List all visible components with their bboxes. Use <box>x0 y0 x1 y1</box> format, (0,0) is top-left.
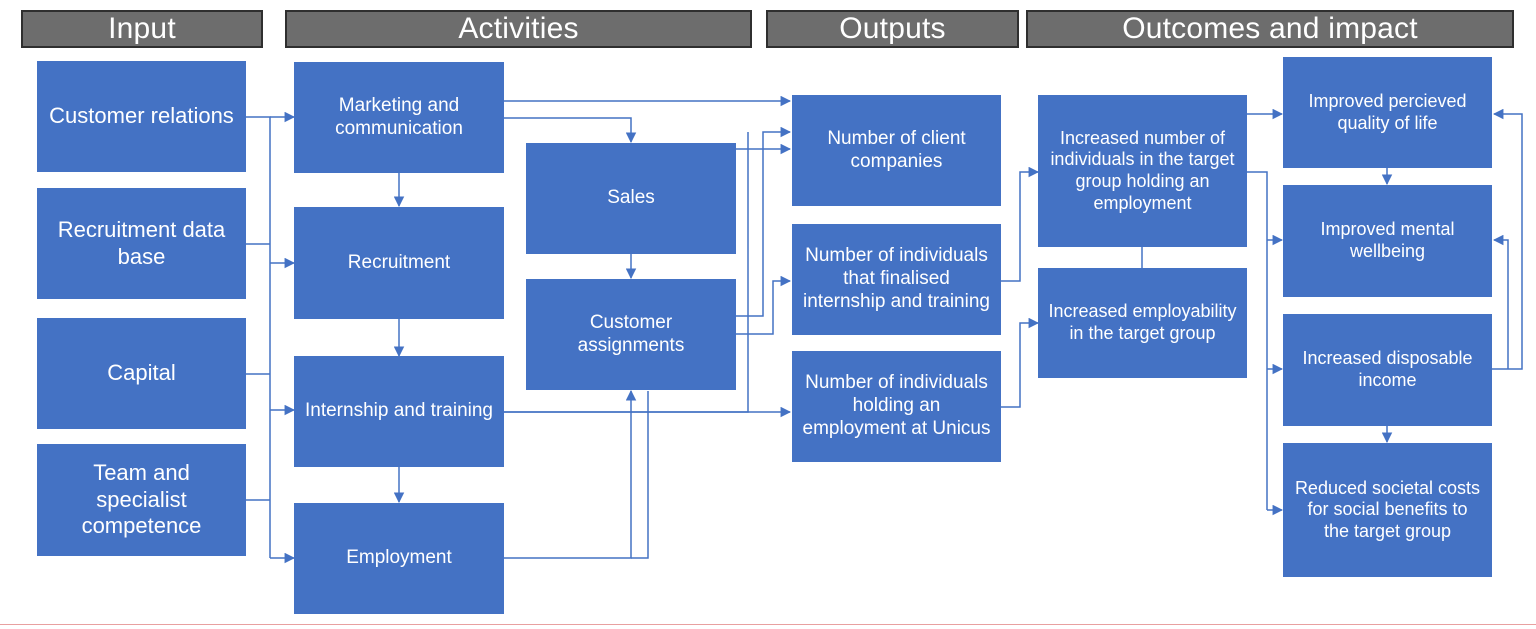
box-increased-employability: Increased employability in the target gr… <box>1038 268 1247 378</box>
box-sales: Sales <box>526 143 736 254</box>
box-quality-of-life: Improved percieved quality of life <box>1283 57 1492 168</box>
box-recruitment-database: Recruitment data base <box>37 188 246 299</box>
box-client-companies: Number of client companies <box>792 95 1001 206</box>
box-societal-costs: Reduced societal costs for social benefi… <box>1283 443 1492 577</box>
box-customer-relations: Customer relations <box>37 61 246 172</box>
box-marketing: Marketing and communication <box>294 62 504 173</box>
box-mental-wellbeing: Improved mental wellbeing <box>1283 185 1492 297</box>
header-input: Input <box>21 10 263 48</box>
header-activities: Activities <box>285 10 752 48</box>
box-internship: Internship and training <box>294 356 504 467</box>
box-employment: Employment <box>294 503 504 614</box>
box-recruitment: Recruitment <box>294 207 504 319</box>
header-outcomes: Outcomes and impact <box>1026 10 1514 48</box>
box-capital: Capital <box>37 318 246 429</box>
box-team-competence: Team and specialist competence <box>37 444 246 556</box>
box-employment-unicus: Number of individuals holding an employm… <box>792 351 1001 462</box>
bottom-divider <box>0 624 1536 625</box>
box-disposable-income: Increased disposable income <box>1283 314 1492 426</box>
header-outputs: Outputs <box>766 10 1019 48</box>
box-finalised-internship: Number of individuals that finalised int… <box>792 224 1001 335</box>
box-customer-assignments: Customer assignments <box>526 279 736 390</box>
box-increased-employment: Increased number of individuals in the t… <box>1038 95 1247 247</box>
